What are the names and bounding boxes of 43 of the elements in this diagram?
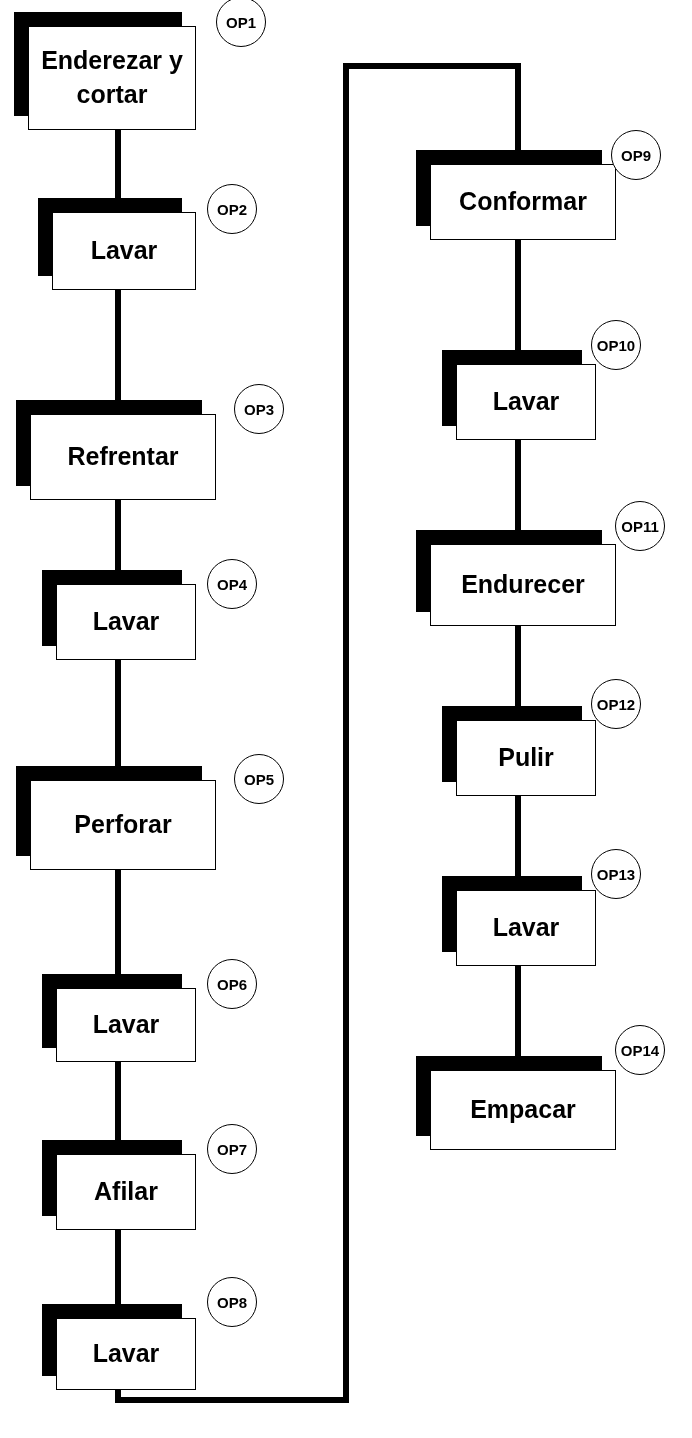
connector-line bbox=[115, 63, 521, 1403]
operation-number: OP6 bbox=[217, 975, 247, 993]
process-label: Lavar bbox=[492, 386, 560, 418]
operation-number: OP11 bbox=[621, 517, 659, 535]
operation-number-circle bbox=[615, 501, 665, 551]
operation-number-circle bbox=[234, 754, 284, 804]
process-label: Conformar bbox=[459, 186, 587, 218]
operation-number-circle bbox=[207, 1124, 257, 1174]
operation-number: OP9 bbox=[621, 146, 651, 164]
operation-number: OP10 bbox=[596, 336, 636, 354]
operation-number: OP12 bbox=[596, 695, 636, 713]
process-label: Lavar bbox=[92, 1009, 160, 1041]
operation-number-circle bbox=[591, 679, 641, 729]
operation-number: OP13 bbox=[596, 865, 636, 883]
operation-number-circle bbox=[207, 959, 257, 1009]
operation-number-circle bbox=[591, 320, 641, 370]
process-label: Pulir bbox=[498, 742, 554, 774]
operation-number-circle bbox=[216, 0, 266, 47]
process-label: Afilar bbox=[94, 1176, 158, 1208]
operation-number-circle bbox=[615, 1025, 665, 1075]
operation-number: OP5 bbox=[244, 770, 274, 788]
operation-number-circle bbox=[207, 184, 257, 234]
operation-number-circle bbox=[611, 130, 661, 180]
process-label: Enderezar y cortar bbox=[40, 45, 184, 110]
process-label: Endurecer bbox=[461, 569, 585, 601]
operation-number-circle bbox=[591, 849, 641, 899]
operation-number-circle bbox=[207, 559, 257, 609]
operation-number: OP4 bbox=[217, 575, 247, 593]
process-label: Lavar bbox=[92, 1338, 160, 1370]
process-label: Lavar bbox=[492, 912, 560, 944]
operation-number: OP3 bbox=[244, 400, 274, 418]
operation-number: OP1 bbox=[226, 13, 256, 31]
process-label: Perforar bbox=[74, 809, 172, 841]
operation-number-circle bbox=[234, 384, 284, 434]
process-label: Lavar bbox=[92, 606, 160, 638]
process-label: Refrentar bbox=[67, 441, 179, 473]
operation-number-circle bbox=[207, 1277, 257, 1327]
process-label: Lavar bbox=[90, 235, 158, 267]
operation-number: OP2 bbox=[217, 200, 247, 218]
operation-number: OP7 bbox=[217, 1140, 247, 1158]
operation-number: OP14 bbox=[620, 1041, 660, 1059]
process-label: Empacar bbox=[470, 1094, 576, 1126]
operation-number: OP8 bbox=[217, 1293, 247, 1311]
